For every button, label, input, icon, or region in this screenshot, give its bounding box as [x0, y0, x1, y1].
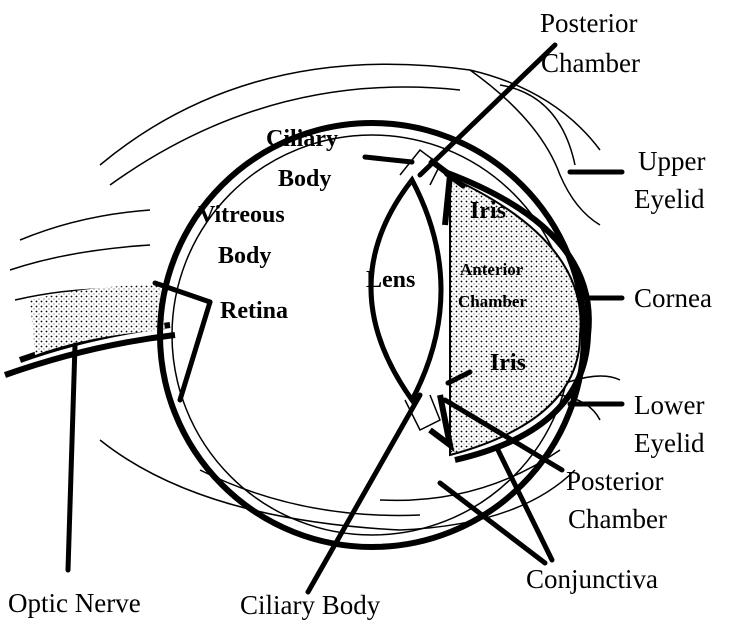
label-retina: Retina: [220, 298, 288, 324]
label-iris-upper: Iris: [470, 198, 506, 224]
optic-nerve: [5, 285, 175, 375]
label-ciliary-body-internal-2: Body: [278, 166, 331, 192]
label-iris-lower: Iris: [490, 350, 526, 376]
label-posterior-chamber-bottom-1: Posterior: [566, 466, 664, 496]
label-ciliary-body-bottom: Ciliary Body: [240, 590, 381, 620]
label-lower-eyelid-2: Eyelid: [634, 428, 705, 458]
label-cornea: Cornea: [634, 283, 712, 313]
label-anterior-chamber-1: Anterior: [460, 260, 524, 279]
label-upper-eyelid-2: Eyelid: [634, 184, 705, 214]
label-upper-eyelid-1: Upper: [638, 146, 705, 176]
label-lens: Lens: [366, 267, 415, 293]
label-vitreous-body-1: Vitreous: [198, 202, 285, 228]
label-posterior-chamber-top-1: Posterior: [540, 8, 638, 38]
label-conjunctiva: Conjunctiva: [526, 564, 658, 594]
label-ciliary-body-internal-1: Ciliary: [266, 126, 338, 152]
label-posterior-chamber-top-2: Chamber: [541, 48, 640, 78]
label-posterior-chamber-bottom-2: Chamber: [568, 504, 667, 534]
label-lower-eyelid-1: Lower: [634, 390, 704, 420]
label-vitreous-body-2: Body: [218, 243, 271, 269]
label-optic-nerve: Optic Nerve: [8, 588, 141, 618]
label-anterior-chamber-2: Chamber: [458, 292, 527, 311]
